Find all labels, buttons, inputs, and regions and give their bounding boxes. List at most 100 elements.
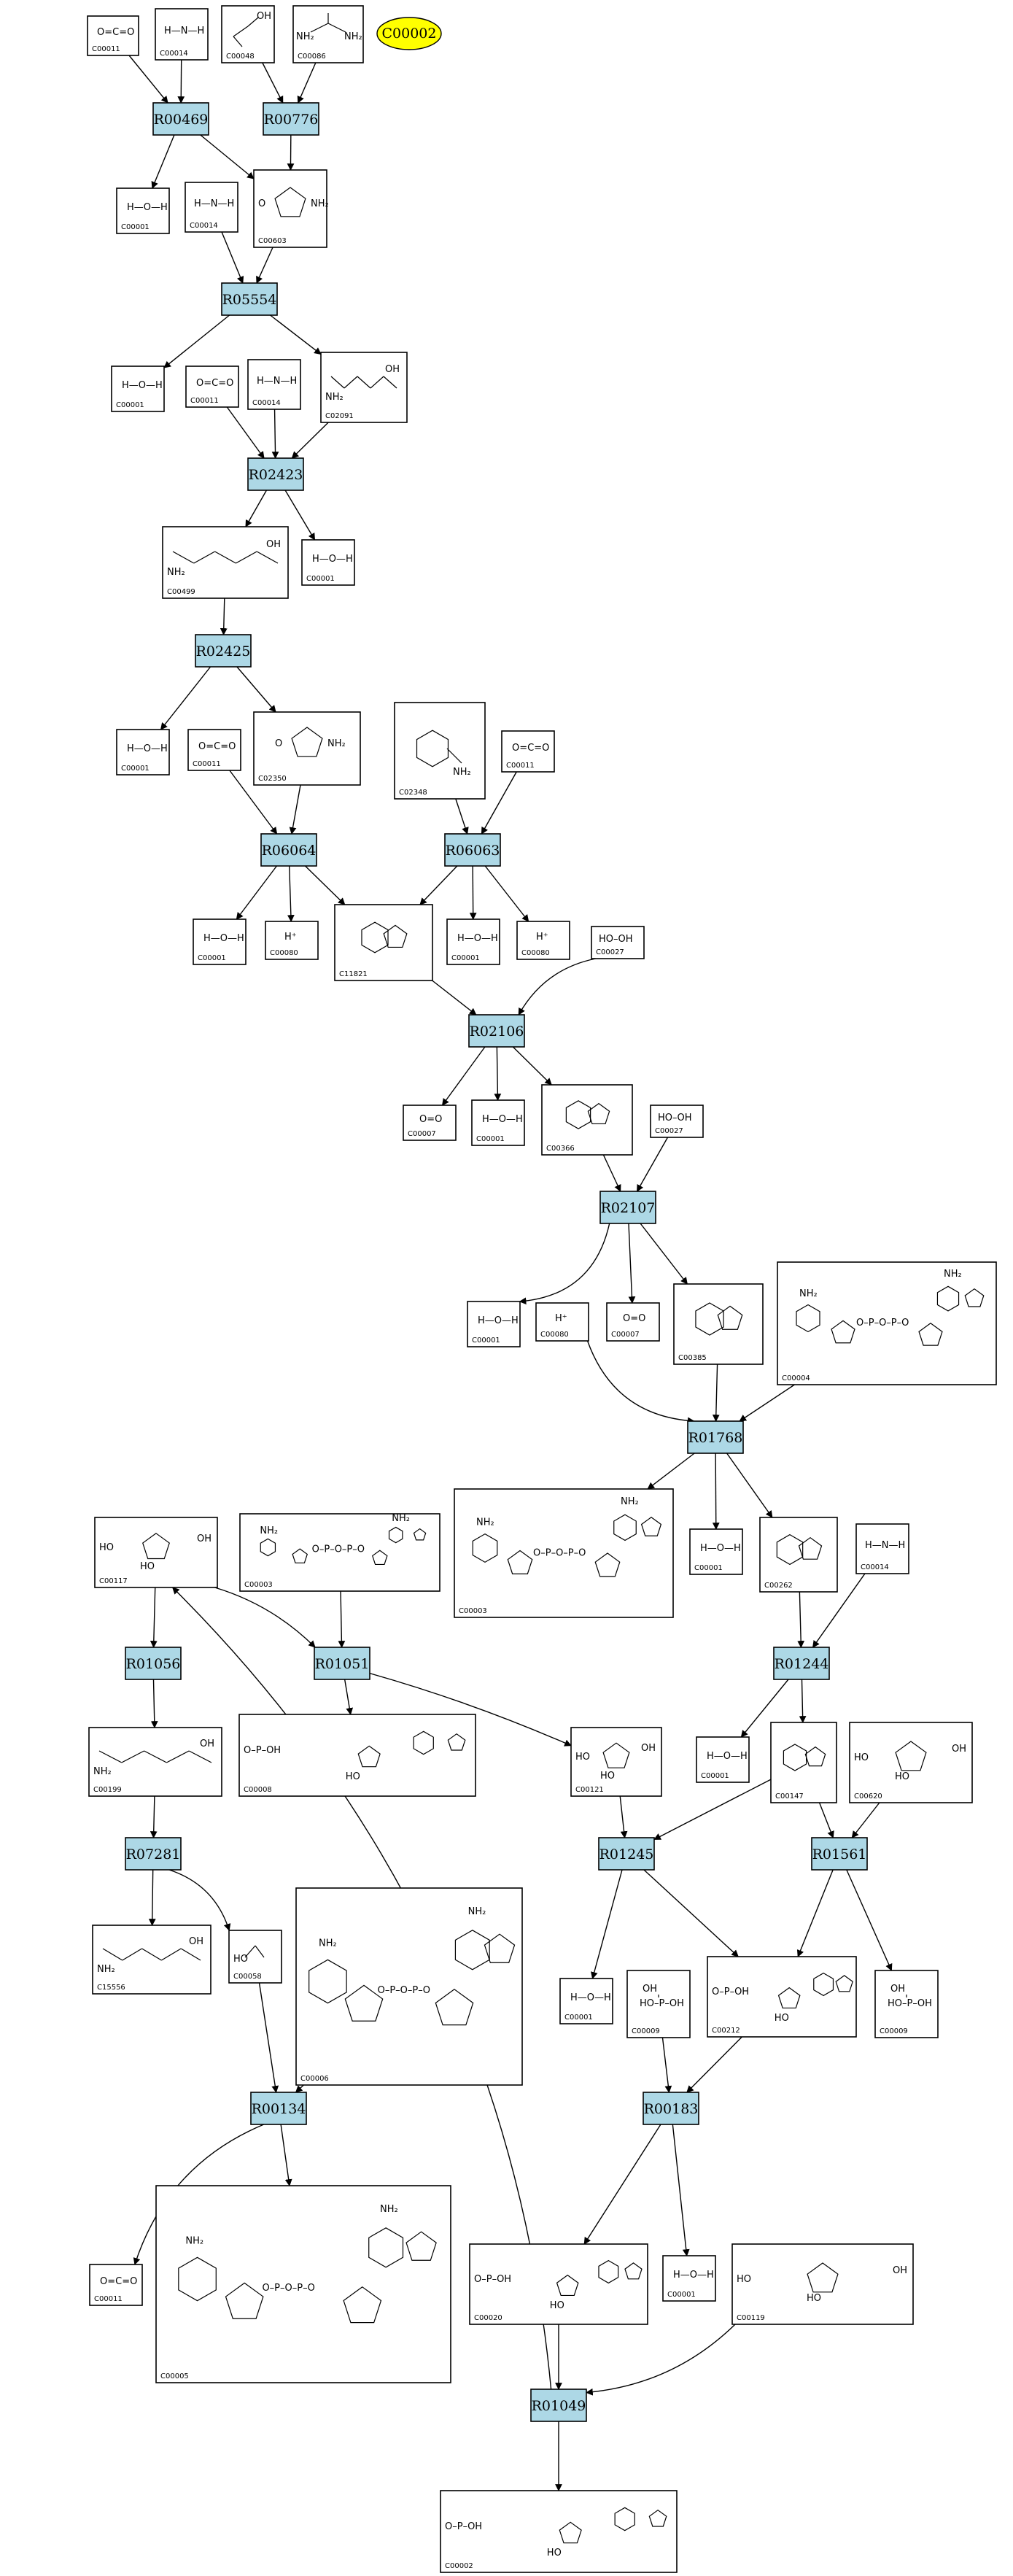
compound-node-c00385[interactable]: C00385 (673, 1283, 764, 1365)
structure-drawing: H—O—H (122, 380, 163, 391)
reaction-node-r01051[interactable]: R01051 (314, 1647, 370, 1680)
compound-id-label: C00001 (667, 2291, 696, 2299)
reaction-node-r01049[interactable]: R01049 (530, 2389, 587, 2422)
root-compound-node[interactable]: C00002 (376, 17, 442, 50)
compound-node-c00080[interactable]: H⁺C00080 (516, 921, 570, 960)
reaction-node-r02106[interactable]: R02106 (468, 1014, 525, 1048)
reaction-node-r05554[interactable]: R05554 (221, 282, 278, 316)
compound-node-c00080[interactable]: H⁺C00080 (535, 1302, 589, 1342)
reaction-node-r00469[interactable]: R00469 (152, 102, 209, 136)
reaction-node-r07281[interactable]: R07281 (125, 1837, 182, 1871)
reaction-node-r01056[interactable]: R01056 (125, 1647, 182, 1680)
reaction-node-r01244[interactable]: R01244 (773, 1647, 830, 1680)
reaction-node-r02423[interactable]: R02423 (247, 457, 304, 491)
structure-drawing: OH (233, 11, 271, 47)
edge-arrow (812, 1573, 866, 1648)
compound-node-c00262[interactable]: C00262 (759, 1517, 838, 1593)
edge-arrow (484, 865, 529, 922)
reaction-node-r06064[interactable]: R06064 (260, 833, 317, 867)
reaction-node-r00183[interactable]: R00183 (643, 2092, 699, 2125)
atom-label: NH₂ (944, 1269, 962, 1280)
compound-id-label: C00499 (167, 588, 195, 596)
compound-node-c00080[interactable]: H⁺C00080 (265, 921, 319, 960)
compound-node-c00147[interactable]: C00147 (770, 1722, 837, 1803)
atom-label: NH₂ (453, 767, 471, 778)
reaction-node-r02425[interactable]: R02425 (195, 634, 252, 668)
atom-label: HO (737, 2274, 751, 2285)
reaction-node-r01768[interactable]: R01768 (687, 1420, 744, 1454)
reaction-node-r02107[interactable]: R02107 (599, 1191, 656, 1224)
atom-label: OH (197, 1533, 211, 1544)
edge-arrow (518, 958, 596, 1016)
edge-arrow (220, 597, 228, 635)
reaction-node-r01561[interactable]: R01561 (811, 1837, 868, 1871)
compound-id-label: C00011 (190, 397, 219, 405)
atom-label: H—O—H (478, 1315, 519, 1326)
compound-id-label: C11821 (339, 970, 368, 978)
reaction-node-r00134[interactable]: R00134 (250, 2092, 307, 2125)
reaction-node-r06063[interactable]: R06063 (444, 833, 501, 867)
atom-label: O–P–O–P–O (856, 1318, 909, 1328)
structure-drawing: H—O—H (700, 1543, 741, 1554)
compound-node-c11821[interactable]: C11821 (334, 904, 433, 981)
reaction-node-r01245[interactable]: R01245 (598, 1837, 655, 1871)
compound-node-c00366[interactable]: C00366 (541, 1084, 633, 1156)
compound-id-label: C00147 (775, 1792, 804, 1801)
structure-drawing: H—O—H (482, 1114, 523, 1125)
atom-label: O=C=O (198, 741, 236, 752)
edge-arrow (643, 1869, 739, 1957)
reaction-node-r00776[interactable]: R00776 (263, 102, 319, 136)
